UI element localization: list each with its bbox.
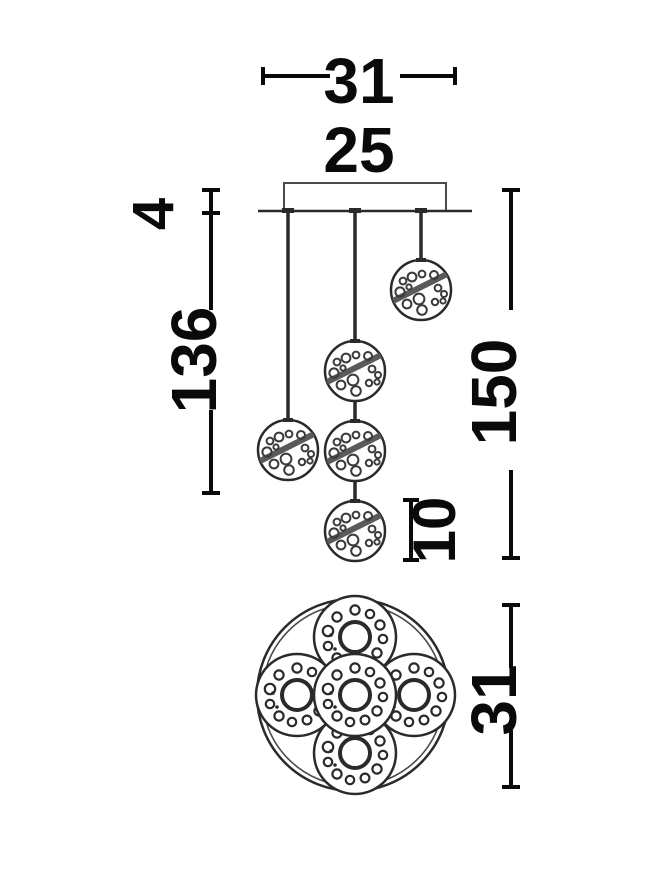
dimension-sphere-diameter: 10 <box>401 497 468 564</box>
dimension-drop-length-label: 136 <box>158 307 230 414</box>
dimension-plan-diameter-label: 31 <box>458 664 530 735</box>
disc-center <box>312 652 398 738</box>
dimension-plate-height-label: 4 <box>121 198 186 230</box>
dimension-plan-diameter: 31 <box>458 603 530 789</box>
elevation-view <box>254 182 472 561</box>
dimension-plate-width-label: 25 <box>323 114 394 186</box>
cable-cap-middle <box>349 208 361 213</box>
cable-cap-right <box>415 208 427 213</box>
dimension-total-height: 150 <box>458 188 530 560</box>
cable-cap-left <box>282 208 294 213</box>
plan-view <box>254 594 457 796</box>
dimension-plate-width: 25 <box>323 114 394 186</box>
dimension-top-width: 31 <box>261 45 457 117</box>
ceiling-plate <box>283 182 447 212</box>
dimension-top-width-label: 31 <box>323 45 394 117</box>
dimension-total-height-label: 150 <box>458 339 530 446</box>
dimension-drop-length: 136 <box>158 213 230 495</box>
dimension-sphere-diameter-label: 10 <box>401 497 468 564</box>
